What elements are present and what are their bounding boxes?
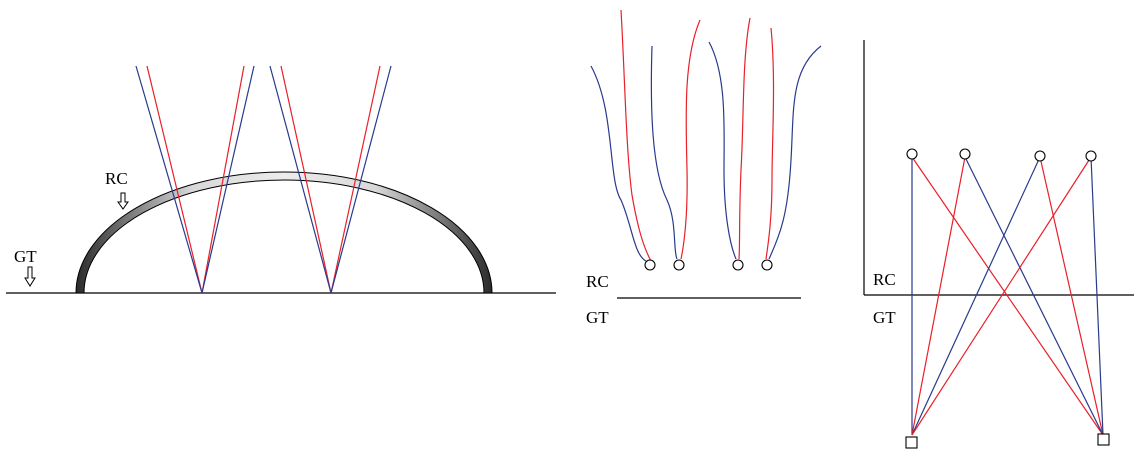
- cross-node-circle-3: [1034, 150, 1046, 162]
- cross-line-red-1: [911, 156, 1104, 436]
- ray-red-1a: [146, 65, 203, 294]
- cross-line-blue-3: [911, 156, 1041, 436]
- ray-blue-1b: [201, 65, 255, 294]
- node-circle-4: [761, 259, 773, 271]
- ray-red-1b: [201, 65, 245, 294]
- cross-line-blue-2: [964, 156, 1104, 436]
- ray-red-2b: [330, 65, 381, 294]
- node-circle-3: [732, 259, 744, 271]
- v-rays-left: [135, 65, 255, 294]
- curve-blue-2: [650, 45, 678, 260]
- curve-red-2: [680, 19, 701, 260]
- cross-line-red-3: [1039, 156, 1104, 436]
- ray-blue-1a: [135, 65, 203, 294]
- cross-node-square-2: [1097, 433, 1110, 446]
- gt-label-dome: GT: [14, 247, 37, 266]
- curve-blue-1: [590, 65, 647, 262]
- dome-panel: RC GT: [6, 65, 556, 294]
- gt-label-cross: GT: [873, 308, 896, 327]
- cross-node-circle-2: [959, 148, 971, 160]
- curve-red-3: [738, 17, 751, 260]
- gt-label-curves: GT: [586, 308, 609, 327]
- cross-line-blue-4: [1090, 156, 1104, 436]
- node-circle-1: [644, 259, 656, 271]
- cross-node-circle-1: [906, 148, 918, 160]
- cross-node-circle-4: [1085, 150, 1097, 162]
- rc-label-dome: RC: [105, 169, 128, 188]
- ray-red-2a: [280, 65, 332, 294]
- rc-arrow-down: [117, 192, 129, 210]
- ray-blue-2a: [269, 65, 332, 294]
- curve-blue-3: [708, 41, 737, 260]
- cross-line-red-4: [911, 156, 1092, 436]
- curve-red-1: [620, 9, 652, 262]
- dome-arc: [75, 171, 493, 294]
- rc-label-curves: RC: [586, 272, 609, 291]
- curve-blue-4: [768, 45, 822, 260]
- gt-arrow-down: [24, 266, 36, 287]
- curves-panel: RC GT: [586, 9, 822, 327]
- v-rays-right: [269, 65, 392, 294]
- rc-label-cross: RC: [873, 270, 896, 289]
- cross-node-square-1: [905, 436, 918, 449]
- node-circle-2: [673, 259, 685, 271]
- ray-blue-2b: [330, 65, 392, 294]
- cross-line-red-2: [911, 156, 966, 436]
- curve-red-4: [765, 27, 775, 260]
- cross-panel: RC GT: [863, 40, 1134, 449]
